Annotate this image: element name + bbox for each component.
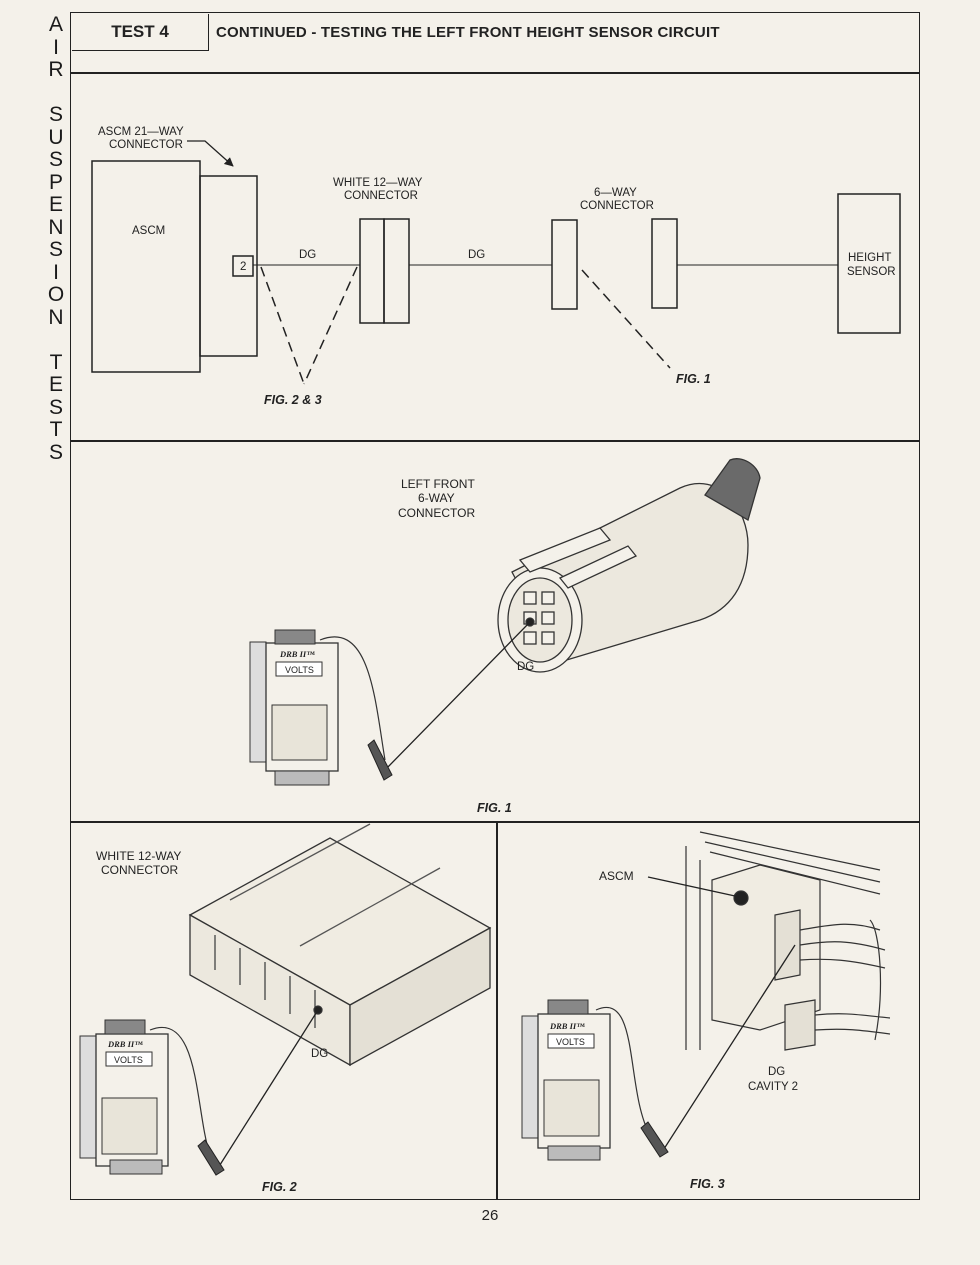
fig3-caption: FIG. 3 xyxy=(690,1177,725,1191)
page-title: CONTINUED - TESTING THE LEFT FRONT HEIGH… xyxy=(216,24,720,41)
fig1-label-2: 6-WAY xyxy=(418,491,455,505)
fig3-ascm-label: ASCM xyxy=(599,869,634,883)
side-tab-letter: T xyxy=(49,418,63,441)
ascm-label: ASCM xyxy=(132,225,165,237)
side-tab-letter: S xyxy=(48,440,63,464)
section-divider-2 xyxy=(70,821,920,823)
fig1-connector-drawing xyxy=(497,458,761,673)
side-tab-letter: S xyxy=(48,395,63,419)
fig3-ascm-point xyxy=(733,890,749,906)
six-way-left xyxy=(551,219,578,310)
fig2-tester xyxy=(79,1009,319,1176)
pin-number: 2 xyxy=(240,261,246,273)
page-number: 26 xyxy=(481,1207,499,1224)
ascm-module xyxy=(91,160,201,373)
ascm-21way-connector xyxy=(199,175,258,357)
ascm-connector-label-1: ASCM 21—WAY xyxy=(98,126,184,138)
white-connector-label-1: WHITE 12—WAY xyxy=(333,177,423,189)
side-tab-letter: A xyxy=(48,13,63,36)
fig-label-left: FIG. 2 & 3 xyxy=(264,393,322,407)
white-connector-label-2: CONNECTOR xyxy=(344,190,418,202)
side-tab-letter: S xyxy=(48,238,63,261)
fig2-label-2: CONNECTOR xyxy=(101,863,178,877)
section-divider-1 xyxy=(70,440,920,442)
ascm-connector-arrow xyxy=(187,140,234,167)
fig-label-right: FIG. 1 xyxy=(676,372,711,386)
fig1-tester-display: VOLTS xyxy=(285,665,314,675)
fig3-wire: DG xyxy=(768,1066,785,1078)
height-sensor-box xyxy=(837,193,901,334)
side-tab-letter: S xyxy=(48,148,63,171)
fig1-wire: DG xyxy=(517,661,534,673)
white-12way-right xyxy=(383,218,410,324)
side-tab-letter: I xyxy=(53,260,59,284)
probe-line-right xyxy=(303,266,358,385)
height-sensor-label-2: SENSOR xyxy=(847,266,896,278)
ascm-leader xyxy=(647,876,736,897)
side-tab-letter: E xyxy=(48,373,63,396)
cable-boot xyxy=(704,458,761,521)
fig1-tester-brand: DRB II™ xyxy=(279,649,315,659)
fig3-tester xyxy=(521,944,796,1161)
side-tab-letter: R xyxy=(48,58,64,81)
fig2-wire: DG xyxy=(311,1048,328,1060)
six-way-label-1: 6—WAY xyxy=(594,187,637,199)
fig2-caption: FIG. 2 xyxy=(262,1180,297,1194)
section-divider-3 xyxy=(496,821,498,1200)
fig3-tester-display: VOLTS xyxy=(556,1037,585,1047)
schematic xyxy=(91,140,901,385)
side-tab-letter: E xyxy=(48,193,63,216)
test-label: TEST 4 xyxy=(72,14,209,51)
side-tab-letter: O xyxy=(47,283,65,306)
side-tab-letter: U xyxy=(48,125,64,149)
ascm-connector-label-2: CONNECTOR xyxy=(109,139,183,151)
fig3-cavity: CAVITY 2 xyxy=(748,1081,798,1093)
wire-label-2: DG xyxy=(468,249,485,261)
fig2-connector-drawing xyxy=(188,823,492,1067)
fig2-label-1: WHITE 12-WAY xyxy=(96,849,181,863)
six-way-label-2: CONNECTOR xyxy=(580,200,654,212)
side-tab-letter: T xyxy=(49,350,63,374)
header-divider xyxy=(70,72,920,74)
probe-line-left xyxy=(260,266,305,385)
probe-line-fig1 xyxy=(581,269,671,369)
fig1-caption: FIG. 1 xyxy=(477,801,512,815)
wire-label-1: DG xyxy=(299,249,316,261)
fig1-label-3: CONNECTOR xyxy=(398,506,475,520)
fig3-vehicle-drawing xyxy=(647,831,891,1051)
side-tab-letter: P xyxy=(48,170,63,194)
side-tab-letter: I xyxy=(53,35,59,59)
side-tab-letter: N xyxy=(48,305,64,329)
fig3-tester-brand: DRB II™ xyxy=(549,1021,585,1031)
pin-2-box xyxy=(232,255,254,277)
side-tab-letter: S xyxy=(48,103,63,126)
page-frame xyxy=(70,12,920,1200)
fig1-label-1: LEFT FRONT xyxy=(401,477,475,491)
white-12way-left xyxy=(359,218,385,324)
fig2-tester-brand: DRB II™ xyxy=(107,1039,143,1049)
six-way-right xyxy=(651,218,678,309)
side-tab-letter: N xyxy=(48,215,64,239)
fig1-tester xyxy=(249,621,531,786)
height-sensor-label-1: HEIGHT xyxy=(848,252,891,264)
fig2-tester-display: VOLTS xyxy=(114,1055,143,1065)
